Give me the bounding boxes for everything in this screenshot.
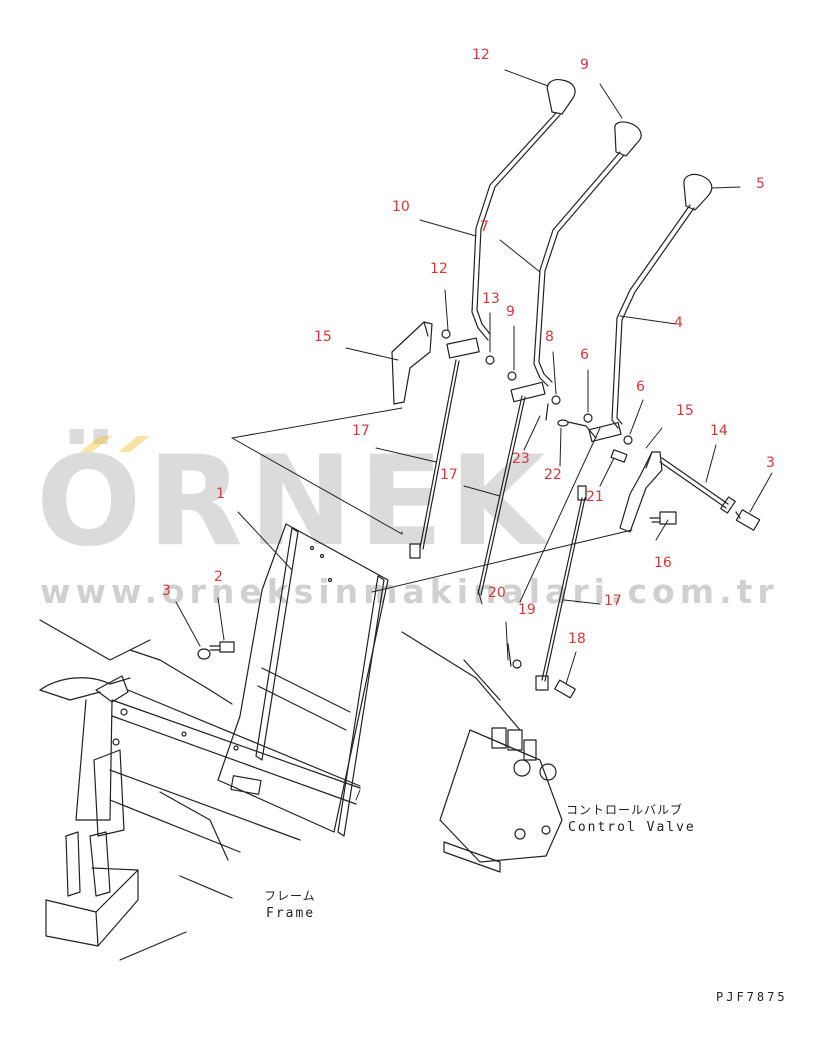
- callout-16: 16: [654, 555, 672, 571]
- callout-21: 21: [586, 489, 604, 505]
- callout-13: 14: [710, 423, 728, 439]
- callout-10: 10: [392, 199, 410, 215]
- lever-right: [588, 173, 713, 443]
- callout-2: 2: [214, 569, 223, 585]
- frame-assembly: [39, 619, 361, 961]
- rods-17: [409, 359, 586, 691]
- callout-4: 4: [674, 315, 683, 331]
- watermark-word: ÖRNEK: [36, 430, 552, 574]
- callout-23: 23: [512, 451, 530, 467]
- callout-3: 3: [162, 583, 171, 599]
- callout-17-upper: 17: [352, 423, 370, 439]
- bolt-16: [649, 511, 677, 525]
- shaft-13: [659, 457, 736, 514]
- control-valve-label-jp: コントロールバルブ: [566, 803, 684, 817]
- lever-middle: [510, 121, 642, 403]
- callout-11: 12: [472, 47, 490, 63]
- callout-20: 20: [488, 585, 506, 601]
- frame-label-en: Frame: [266, 906, 316, 921]
- callout-6-lower: 6: [636, 379, 645, 395]
- leader-lines: [175, 69, 773, 801]
- lever-left: [446, 79, 576, 359]
- watermark-accent-marks: [80, 436, 150, 452]
- callout-14: 3: [766, 455, 775, 471]
- plate-1: [217, 523, 389, 837]
- callout-9-lower: 8: [545, 329, 554, 345]
- callout-12-upper: 12: [430, 261, 448, 277]
- bolt-2: [209, 641, 235, 653]
- bolt-14: [735, 509, 761, 531]
- control-valve-label-en: Control Valve: [568, 820, 696, 835]
- drawing-code: PJF7875: [716, 990, 788, 1004]
- callout-8: 9: [580, 57, 589, 73]
- callout-5: 5: [756, 176, 765, 192]
- callout-9-upper: 9: [506, 304, 515, 320]
- callout-7: 7: [480, 219, 489, 235]
- control-valve: [401, 631, 563, 873]
- callout-18: 18: [568, 631, 586, 647]
- callout-17-lower: 17: [604, 593, 622, 609]
- washer-3: [197, 648, 211, 660]
- callout-12-lower: 13: [482, 291, 500, 307]
- small-parts: [441, 329, 633, 699]
- callout-1: 1: [216, 486, 225, 502]
- watermark-url: www.orneksinmakinalari.com.tr: [40, 572, 779, 611]
- callout-22: 22: [544, 467, 562, 483]
- callout-15-right: 15: [676, 403, 694, 419]
- bracket-15-left: [391, 321, 433, 405]
- callout-15-left: 15: [314, 329, 332, 345]
- callout-6-upper: 6: [580, 347, 589, 363]
- frame-label-jp: フレーム: [264, 889, 316, 903]
- bracket-15-right: [619, 451, 663, 533]
- callout-19: 19: [518, 602, 536, 618]
- callout-17-middle: 17: [440, 467, 458, 483]
